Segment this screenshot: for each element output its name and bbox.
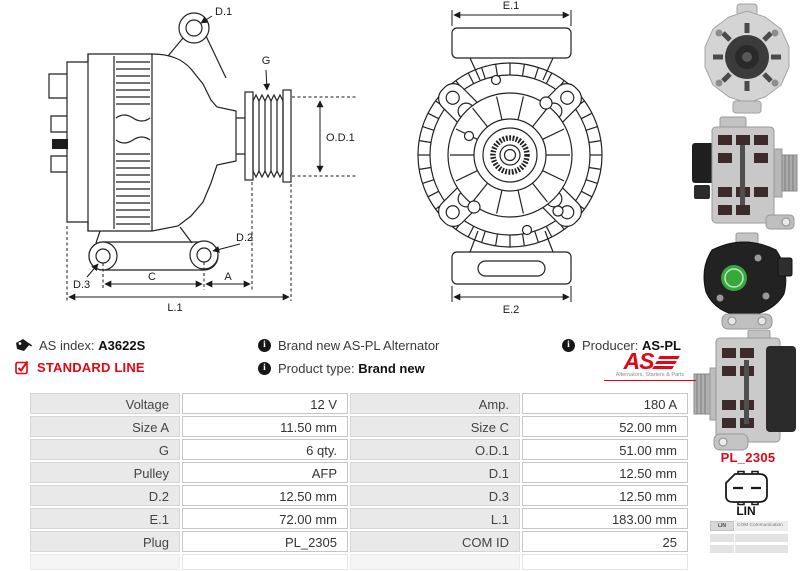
table-row: D.2 12.50 mm D.3 12.50 mm — [30, 485, 688, 506]
spec-label: D.2 — [30, 485, 180, 506]
spec-value: PL_2305 — [182, 531, 348, 552]
logo-tagline: Alternators, Starters & Parts — [604, 372, 696, 381]
spec-value: 6 qty. — [182, 439, 348, 460]
spec-value: 12.50 mm — [182, 485, 348, 506]
label-g: G — [262, 55, 271, 67]
com-mini-table: LIN COM Communication — [710, 521, 788, 556]
label-d2: D.2 — [236, 232, 253, 244]
dimension-labels: D.1 G O.D.1 D.2 D.3 C A L.1 — [73, 6, 355, 314]
dimension-lines-front — [451, 10, 572, 302]
producer-label: Producer: — [582, 337, 639, 353]
terminal-block — [52, 139, 68, 149]
label-a: A — [224, 271, 232, 283]
spec-label: Amp. — [350, 393, 520, 414]
shaft-spline — [490, 135, 530, 175]
spec-label: Size C — [350, 416, 520, 437]
as-index-value: A3622S — [98, 337, 146, 353]
spec-label: Voltage — [30, 393, 180, 414]
spec-value: AFP — [182, 462, 348, 483]
spec-value: 11.50 mm — [182, 416, 348, 437]
table-row: Plug PL_2305 COM ID 25 — [30, 531, 688, 552]
spec-value: 51.00 mm — [522, 439, 688, 460]
spec-value: 12.50 mm — [522, 462, 688, 483]
description-line: i Brand new AS-PL Alternator — [258, 337, 439, 353]
spec-label: O.D.1 — [350, 439, 520, 460]
product-photo-side-right[interactable] — [690, 115, 800, 237]
front-view-technical-drawing: E.1 E.2 — [417, 0, 603, 316]
side-view-technical-drawing: D.1 G O.D.1 D.2 D.3 C A L.1 — [48, 6, 358, 314]
spec-table: Voltage 12 V Amp. 180 A Size A 11.50 mm … — [30, 393, 688, 571]
logo-text: AS — [623, 348, 655, 374]
placeholder-row — [710, 534, 788, 542]
plug-connector-icon — [725, 470, 768, 506]
product-type-line: i Product type: Brand new — [258, 360, 425, 376]
spec-label: Pulley — [30, 462, 180, 483]
product-photo-side-left[interactable] — [692, 329, 800, 457]
standard-line-badge: STANDARD LINE — [15, 359, 145, 375]
alternator-side-outline — [48, 12, 292, 271]
spec-label: G — [30, 439, 180, 460]
as-pl-logo: AS Alternators, Starters & Parts — [604, 349, 696, 381]
label-e1: E.1 — [503, 0, 520, 12]
spec-label: Plug — [30, 531, 180, 552]
table-row: G 6 qty. O.D.1 51.00 mm — [30, 439, 688, 460]
label-d3: D.3 — [73, 279, 90, 291]
table-row-partial — [30, 554, 688, 570]
product-description: Brand new AS-PL Alternator — [278, 337, 440, 353]
label-c: C — [148, 271, 156, 283]
table-row: E.1 72.00 mm L.1 183.00 mm — [30, 508, 688, 529]
spec-label: E.1 — [30, 508, 180, 529]
producer-line: i Producer: AS-PL — [562, 337, 681, 353]
dimension-lines — [66, 15, 358, 301]
label-od1: O.D.1 — [326, 132, 355, 144]
com-type-cell: LIN — [710, 521, 734, 531]
spec-value: 12 V — [182, 393, 348, 414]
table-row: Pulley AFP D.1 12.50 mm — [30, 462, 688, 483]
checkbox-checked-icon — [15, 360, 29, 374]
label-e2: E.2 — [503, 304, 520, 316]
table-row: Voltage 12 V Amp. 180 A — [30, 393, 688, 414]
info-icon: i — [258, 361, 271, 375]
logo-stripes — [652, 356, 681, 369]
product-photo-front[interactable] — [697, 3, 797, 120]
spec-value: 72.00 mm — [182, 508, 348, 529]
spec-value: 52.00 mm — [522, 416, 688, 437]
label-d1: D.1 — [215, 6, 232, 18]
spec-label: D.3 — [350, 485, 520, 506]
info-icon: i — [258, 338, 271, 352]
product-type-label: Product type: — [278, 360, 355, 376]
spec-label: L.1 — [350, 508, 520, 529]
standard-line-label: STANDARD LINE — [37, 359, 145, 375]
spec-value: 25 — [522, 531, 688, 552]
com-desc-cell: COM Communication — [735, 521, 788, 531]
spec-label: COM ID — [350, 531, 520, 552]
spec-value: 12.50 mm — [522, 485, 688, 506]
producer-value: AS-PL — [642, 337, 681, 353]
fan-blades — [450, 96, 570, 214]
spec-value: 183.00 mm — [522, 508, 688, 529]
plug-code: PL_2305 — [720, 450, 776, 465]
as-index-line: AS index: A3622S — [15, 337, 145, 353]
alternator-front-outline — [417, 27, 603, 285]
tag-icon — [16, 338, 32, 351]
table-row: Size A 11.50 mm Size C 52.00 mm — [30, 416, 688, 437]
label-l1: L.1 — [167, 302, 182, 314]
product-photo-rear[interactable] — [692, 232, 798, 337]
pulley — [244, 89, 292, 183]
as-index-label: AS index: — [39, 337, 95, 353]
spec-label: D.1 — [350, 462, 520, 483]
info-icon: i — [562, 338, 575, 352]
plug-type-label: LIN — [736, 504, 756, 518]
com-header-row: LIN COM Communication — [710, 521, 788, 531]
spec-label: Size A — [30, 416, 180, 437]
placeholder-row — [710, 545, 788, 553]
spec-value: 180 A — [522, 393, 688, 414]
product-type-value: Brand new — [358, 360, 425, 376]
